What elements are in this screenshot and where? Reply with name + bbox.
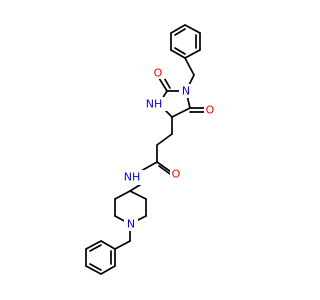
propanamide-chain [140,116,173,184]
atom-label-nh-amide: NH [121,170,145,185]
atom-label-o-amide: O [170,167,183,181]
atom-label-o-ring-top: O [152,66,165,80]
atom-label-n-imide: N [179,84,193,98]
top-phenyl-ring [170,24,201,59]
oxygen-label: O [154,67,163,80]
nitrogen-label: N [182,85,190,98]
oxygen-label: O [172,168,181,181]
atom-label-n-piperidine: N [124,217,138,231]
atom-label-o-ring-right: O [204,103,217,117]
oxygen-label: O [206,104,215,117]
bottom-phenyl-ring [85,240,116,275]
nh-label: NH [146,98,163,111]
molecule-structure: O N NH O O NH N [85,24,217,275]
nh-label: NH [124,171,141,184]
nitrogen-label: N [127,218,135,231]
atom-label-nh-ring: NH [143,97,167,111]
